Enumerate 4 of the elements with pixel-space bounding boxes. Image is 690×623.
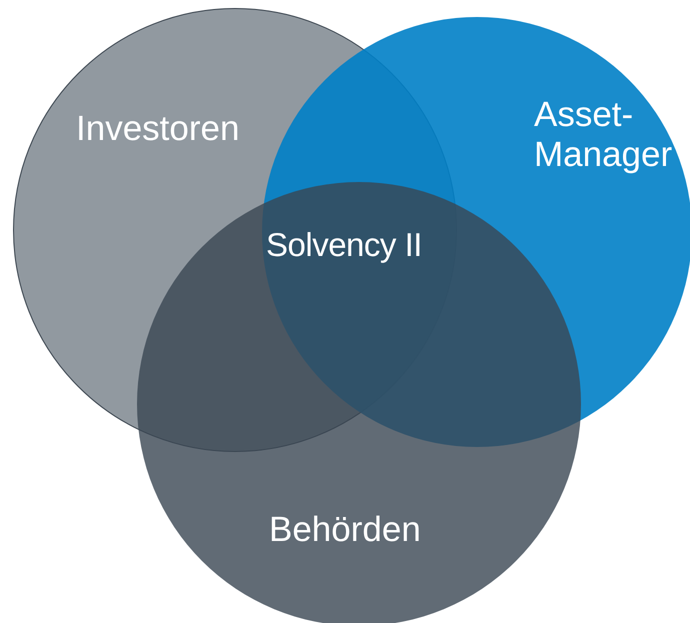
circle-label: Asset-Manager: [534, 95, 674, 174]
circle-label: Investoren: [76, 109, 240, 149]
center-label: Solvency II: [266, 226, 422, 264]
circle-label: Behörden: [269, 510, 422, 550]
